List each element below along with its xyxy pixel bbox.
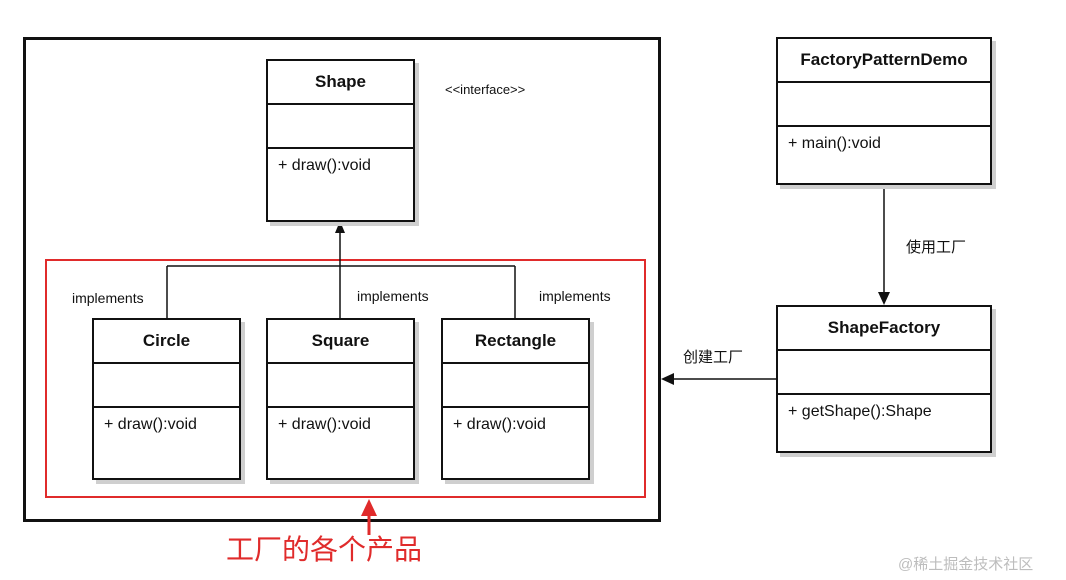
circle-class-name: Circle <box>94 320 239 364</box>
shape-factory-class: ShapeFactory + getShape():Shape <box>776 305 992 453</box>
circle-attributes <box>94 364 239 408</box>
rectangle-class-name: Rectangle <box>443 320 588 364</box>
shape-factory-name: ShapeFactory <box>778 307 990 351</box>
products-highlight-box <box>45 259 646 498</box>
creates-factory-arrowhead <box>661 373 674 385</box>
implements-label-right: implements <box>539 288 611 304</box>
factory-pattern-demo-attributes <box>778 83 990 127</box>
factory-pattern-demo-class: FactoryPatternDemo + main():void <box>776 37 992 185</box>
shape-stereotype: <<interface>> <box>445 82 526 97</box>
implements-label-left: implements <box>72 290 144 306</box>
square-attributes <box>268 364 413 408</box>
square-operation: + draw():void <box>278 416 371 433</box>
shape-attributes <box>268 105 413 149</box>
watermark: @稀土掘金技术社区 <box>898 556 1034 573</box>
rectangle-operation: + draw():void <box>453 416 546 433</box>
shape-factory-operation: + getShape():Shape <box>788 403 932 420</box>
rectangle-attributes <box>443 364 588 408</box>
uses-factory-label: 使用工厂 <box>906 239 967 256</box>
uses-factory-arrowhead <box>878 292 890 305</box>
circle-operation: + draw():void <box>104 416 197 433</box>
shape-class-name: Shape <box>268 61 413 105</box>
rectangle-class: Rectangle + draw():void <box>441 318 590 480</box>
shape-class: Shape + draw():void <box>266 59 415 222</box>
implements-arrowhead <box>335 221 345 233</box>
implements-label-mid: implements <box>357 288 429 304</box>
creates-factory-label: 创建工厂 <box>683 349 744 366</box>
square-class-name: Square <box>268 320 413 364</box>
factory-pattern-demo-operation: + main():void <box>788 135 881 152</box>
square-class: Square + draw():void <box>266 318 415 480</box>
factory-pattern-demo-name: FactoryPatternDemo <box>778 39 990 83</box>
shape-operation: + draw():void <box>278 157 371 174</box>
caption-arrowhead <box>361 499 377 516</box>
products-caption: 工厂的各个产品 <box>226 534 423 565</box>
circle-class: Circle + draw():void <box>92 318 241 480</box>
shape-factory-attributes <box>778 351 990 395</box>
